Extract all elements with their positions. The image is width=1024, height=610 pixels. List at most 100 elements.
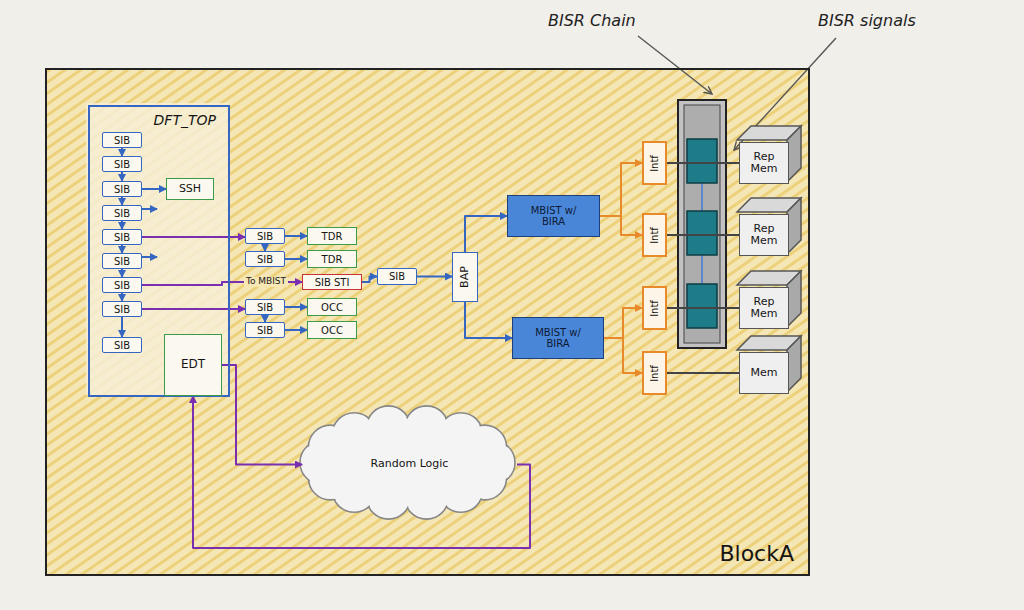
sib-box: SIB bbox=[102, 253, 142, 269]
leader-line bbox=[734, 38, 836, 150]
connector bbox=[667, 162, 739, 164]
node-text: SIB bbox=[257, 325, 273, 336]
sib-box: SIB bbox=[245, 322, 285, 338]
node-text: SIB bbox=[114, 159, 130, 170]
connector bbox=[465, 216, 507, 252]
leader-line bbox=[638, 36, 712, 94]
node-text: SIB STI bbox=[315, 277, 350, 288]
node-text: SIB bbox=[114, 280, 130, 291]
occ-box: OCC bbox=[307, 298, 357, 316]
connector bbox=[667, 307, 739, 309]
bisr-register bbox=[687, 211, 717, 255]
connector bbox=[121, 197, 123, 205]
interface-box: Intf bbox=[642, 286, 667, 330]
node-text: TDR bbox=[322, 254, 343, 265]
node-text: Rep Mem bbox=[749, 151, 779, 175]
mbist-box: MBIST w/ BIRA bbox=[507, 195, 600, 237]
connector bbox=[417, 276, 452, 278]
interface-box: Intf bbox=[642, 351, 667, 395]
node-text: MBIST w/ BIRA bbox=[526, 205, 582, 227]
sib-box: SIB bbox=[102, 337, 142, 353]
connector bbox=[285, 235, 307, 237]
node-text: Intf bbox=[649, 300, 660, 317]
callout-label: BISR signals bbox=[818, 12, 916, 30]
node-text: Rep Mem bbox=[749, 296, 779, 320]
cube-side bbox=[787, 336, 801, 392]
bap-box: BAP bbox=[452, 252, 478, 302]
sib-box: SIB bbox=[102, 181, 142, 197]
connector bbox=[604, 308, 642, 338]
node-text: SIB bbox=[257, 231, 273, 242]
connector bbox=[604, 338, 642, 373]
memory-box: Rep Mem bbox=[739, 287, 789, 329]
node-text: Intf bbox=[649, 155, 660, 172]
drawn-shapes bbox=[300, 126, 801, 519]
connector bbox=[222, 365, 302, 465]
node-text: SIB bbox=[114, 304, 130, 315]
node-text: Rep Mem bbox=[749, 223, 779, 247]
node-text: Random Logic bbox=[371, 458, 449, 470]
connector bbox=[285, 329, 307, 331]
connector bbox=[264, 315, 266, 322]
tdr-box: TDR bbox=[307, 250, 357, 268]
bisr-chain-link bbox=[701, 255, 703, 284]
memory-box: Rep Mem bbox=[739, 214, 789, 256]
sib-box: SIB bbox=[245, 299, 285, 315]
connector bbox=[121, 172, 123, 181]
connector bbox=[600, 163, 642, 216]
sib-box: SIB bbox=[102, 205, 142, 221]
mbist-box: MBIST w/ BIRA bbox=[512, 317, 604, 359]
node-text: SIB bbox=[114, 256, 130, 267]
connector bbox=[193, 396, 530, 548]
cloud-fill bbox=[320, 425, 495, 500]
connector bbox=[667, 234, 739, 236]
node-text: EDT bbox=[181, 358, 205, 371]
node-text: SIB bbox=[389, 271, 405, 282]
sib-sti-box: SIB STI bbox=[302, 274, 362, 290]
memory-box: Mem bbox=[739, 352, 789, 394]
edt-box: EDT bbox=[164, 334, 222, 396]
ssh-box: SSH bbox=[166, 178, 214, 200]
node-text: OCC bbox=[321, 325, 343, 336]
sib-box: SIB bbox=[245, 228, 285, 244]
cube-side bbox=[787, 198, 801, 254]
memory-box: Rep Mem bbox=[739, 142, 789, 184]
node-text: TDR bbox=[322, 231, 343, 242]
connector bbox=[121, 269, 123, 277]
node-text: Intf bbox=[649, 365, 660, 382]
connector bbox=[264, 244, 266, 251]
cube-side bbox=[787, 271, 801, 327]
edge-label: To MBIST bbox=[244, 277, 288, 287]
node-text: BlockA bbox=[719, 542, 794, 566]
node-text: SIB bbox=[114, 340, 130, 351]
sib-box: SIB bbox=[102, 301, 142, 317]
node-text: SSH bbox=[179, 183, 201, 195]
node-text: SIB bbox=[257, 254, 273, 265]
sib-box: SIB bbox=[245, 251, 285, 267]
connector bbox=[285, 306, 307, 308]
node-text: SIB bbox=[114, 184, 130, 195]
interface-box: Intf bbox=[642, 141, 667, 185]
dft-top-fill bbox=[86, 103, 228, 395]
node-text: MBIST w/ BIRA bbox=[530, 327, 586, 349]
dft-top-frame: DFT_TOPSIBSIBSIBSIBSIBSIBSIBSIBSIBSSHEDT bbox=[88, 105, 230, 397]
node-text: SIB bbox=[114, 135, 130, 146]
connector bbox=[121, 221, 123, 229]
connector bbox=[121, 148, 123, 156]
block-fill bbox=[45, 68, 810, 576]
connector bbox=[142, 188, 166, 190]
sib-box: SIB bbox=[377, 268, 417, 285]
sib-box: SIB bbox=[102, 277, 142, 293]
bisr-chain-column bbox=[678, 100, 726, 348]
node-text: OCC bbox=[321, 302, 343, 313]
bisr-register bbox=[687, 284, 717, 328]
connector bbox=[667, 372, 739, 374]
random-logic-cloud: Random Logic bbox=[302, 407, 517, 522]
sib-box: SIB bbox=[102, 132, 142, 148]
interface-box: Intf bbox=[642, 213, 667, 257]
connector bbox=[600, 216, 642, 235]
bisr-chain-link bbox=[701, 183, 703, 211]
